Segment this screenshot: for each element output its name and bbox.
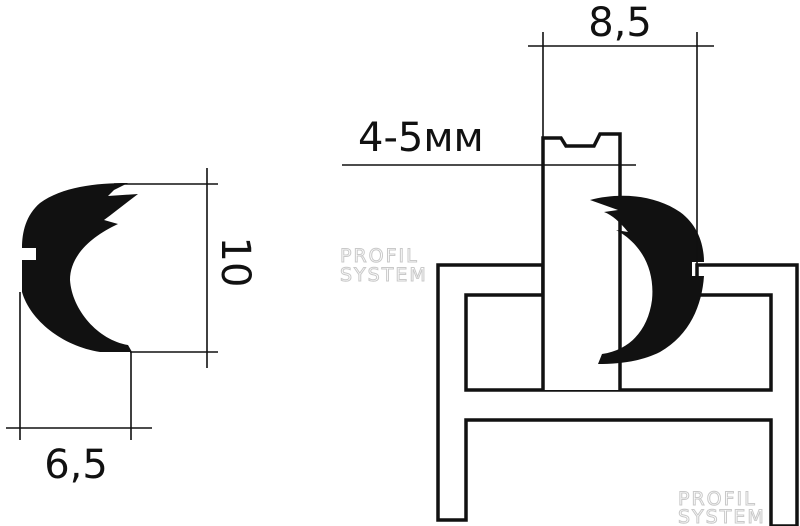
dim-label-height: 10 xyxy=(212,237,258,288)
dim-label-glass: 4-5мм xyxy=(358,115,484,161)
watermark-corner: PROFIL SYSTEM xyxy=(678,488,766,526)
seal-profile-left: 10 6,5 xyxy=(6,168,258,488)
watermark-corner-line2: SYSTEM xyxy=(678,506,766,526)
watermark-corner-line1: PROFIL xyxy=(678,488,757,510)
seal-shape-mounted xyxy=(590,195,704,364)
watermark-center: PROFIL SYSTEM xyxy=(340,245,428,287)
dim-label-width: 6,5 xyxy=(44,442,108,488)
watermark-center-line1: PROFIL xyxy=(340,245,419,267)
frame-assembly: 4-5мм 8,5 xyxy=(342,0,799,526)
dim-label-groove: 8,5 xyxy=(588,0,652,46)
seal-shape-left xyxy=(22,183,138,352)
watermark-center-line2: SYSTEM xyxy=(340,264,428,286)
glass-pane xyxy=(541,132,622,390)
